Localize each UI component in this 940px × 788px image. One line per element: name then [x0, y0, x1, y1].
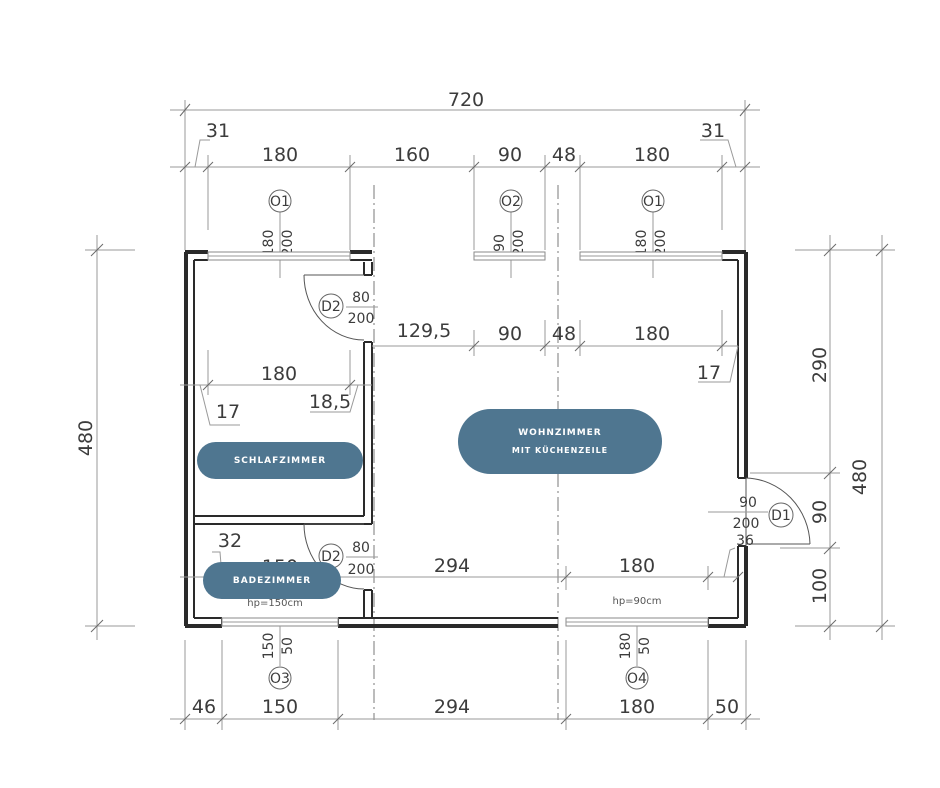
top-segment-label: 180: [634, 144, 670, 166]
inner-segment-label: 180: [634, 323, 670, 345]
opening-o1-left: O1 180 200: [261, 189, 296, 278]
top-segment-label: 90: [498, 144, 522, 166]
bottom-dimension-lines: [170, 640, 760, 730]
opening-height: 200: [511, 230, 527, 257]
sill-height-label: hp=90cm: [612, 596, 661, 607]
room-label-bathroom: BADEZIMMER: [203, 562, 341, 599]
inner-segment-label: 90: [498, 323, 522, 345]
door-width: 80: [352, 540, 370, 556]
door-d2-top: D2 80 200: [303, 274, 378, 341]
top-offset-right-label: 31: [701, 120, 725, 142]
opening-o1-right: O1 180 200: [634, 189, 669, 278]
bottom-segment-label: 46: [192, 696, 216, 718]
opening-height: 50: [637, 637, 653, 655]
door-d1: D1 90 200: [708, 477, 811, 546]
opening-o2: O2 90 200: [492, 189, 527, 278]
opening-o3: O3 150 50: [261, 626, 296, 690]
right-overall-label: 480: [849, 459, 871, 495]
overall-width-label: 720: [448, 89, 484, 111]
room-name: BADEZIMMER: [232, 575, 312, 586]
opening-o4: O4 180 50: [618, 626, 653, 690]
opening-width: 180: [261, 230, 277, 257]
opening-width: 180: [634, 230, 650, 257]
top-segment-label: 180: [262, 144, 298, 166]
inner-segment-label: 48: [552, 323, 576, 345]
opening-tag: O4: [627, 671, 647, 687]
door-height: 200: [348, 562, 375, 578]
door-width: 80: [352, 290, 370, 306]
door-offset-label: 36: [736, 533, 754, 549]
right-offset-label: 17: [697, 362, 721, 384]
top-segment-label: 160: [394, 144, 430, 166]
bedroom-side-label: 18,5: [309, 391, 351, 413]
overall-height-label: 480: [75, 420, 97, 456]
bottom-segment-label: 180: [619, 696, 655, 718]
right-segment-label: 90: [809, 500, 831, 524]
opening-tag: O1: [643, 194, 663, 210]
bottom-segment-label: 294: [434, 696, 470, 718]
room-label-living: WOHNZIMMER MIT KÜCHENZEILE: [458, 409, 662, 474]
room-name: SCHLAFZIMMER: [233, 455, 327, 466]
living-lower-label: 180: [619, 555, 655, 577]
opening-height: 200: [653, 230, 669, 257]
room-subtitle: MIT KÜCHENZEILE: [511, 445, 609, 455]
opening-tag: O3: [270, 671, 290, 687]
bottom-segment-label: 150: [262, 696, 298, 718]
opening-width: 150: [261, 633, 277, 660]
bedroom-side-label: 17: [216, 401, 240, 423]
side-dimension-lines: [85, 235, 895, 640]
door-height: 200: [348, 311, 375, 327]
room-label-bedroom: SCHLAFZIMMER: [197, 442, 363, 479]
opening-width: 180: [618, 633, 634, 660]
room-name: WOHNZIMMER: [518, 427, 602, 438]
door-tag: D1: [771, 508, 791, 524]
right-segment-label: 290: [809, 347, 831, 383]
walls: [184, 250, 748, 628]
top-dimension-lines: [170, 100, 760, 250]
bottom-segment-label: 50: [715, 696, 739, 718]
door-tag: D2: [321, 299, 341, 315]
top-offset-left-label: 31: [206, 120, 230, 142]
opening-width: 90: [492, 234, 508, 252]
opening-height: 50: [280, 637, 296, 655]
right-segment-label: 100: [809, 568, 831, 604]
inner-segment-label: 129,5: [397, 320, 451, 342]
door-width: 90: [739, 495, 757, 511]
bedroom-width-label: 180: [261, 363, 297, 385]
living-lower-label: 294: [434, 555, 470, 577]
bath-side-label: 32: [218, 530, 242, 552]
door-tag: D2: [321, 549, 341, 565]
top-segment-label: 48: [552, 144, 576, 166]
door-height: 200: [733, 516, 760, 532]
opening-tag: O2: [501, 194, 521, 210]
sill-height-label: hp=150cm: [247, 598, 302, 609]
opening-height: 200: [280, 230, 296, 257]
opening-tag: O1: [270, 194, 290, 210]
